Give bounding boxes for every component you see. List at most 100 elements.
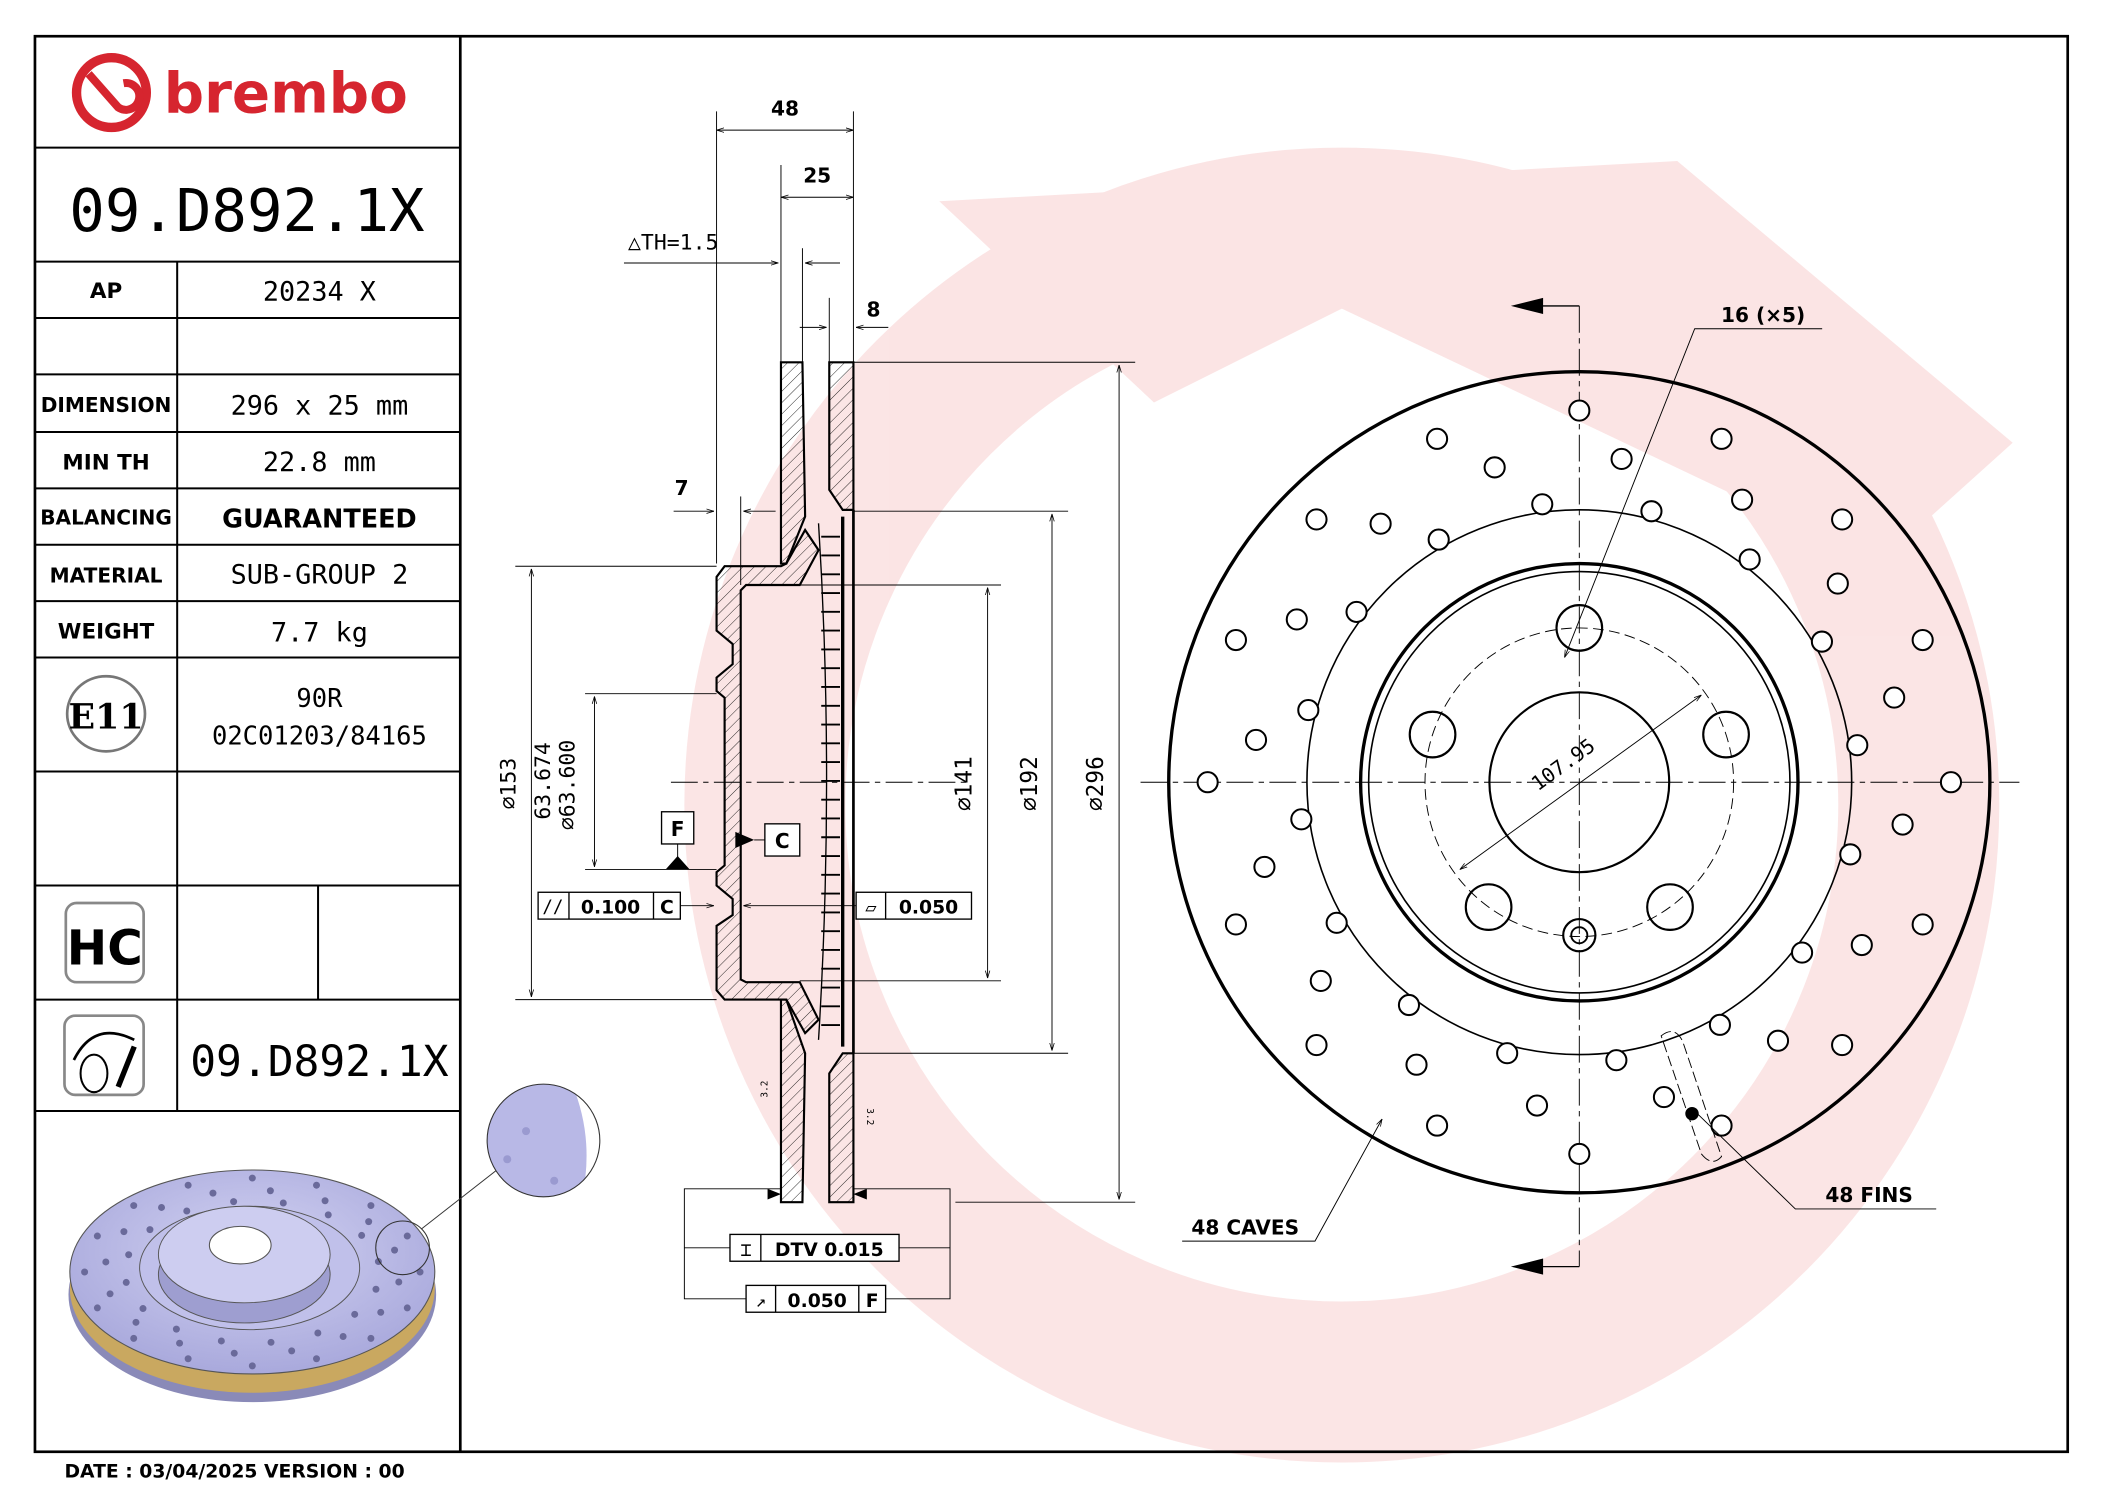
render-drill-hole — [125, 1251, 133, 1259]
drill-hole — [1939, 771, 1963, 794]
svg-text://: // — [542, 897, 563, 917]
svg-text:48: 48 — [771, 96, 799, 120]
drill-hole — [1911, 628, 1934, 652]
render-drill-hole — [391, 1246, 399, 1254]
drill-hole — [1731, 488, 1754, 511]
render-drill-hole — [377, 1308, 385, 1316]
render-drill-hole — [367, 1202, 375, 1210]
drill-hole — [1405, 1053, 1428, 1076]
drill-hole — [1891, 813, 1914, 836]
render-drill-hole — [120, 1228, 128, 1236]
render-drill-hole — [230, 1349, 238, 1357]
render-drill-hole — [313, 1355, 320, 1363]
dtv-tolerance-frame: ⌶ DTV 0.015 — [729, 1233, 900, 1262]
render-drill-hole — [403, 1304, 411, 1312]
render-drill-hole — [106, 1290, 114, 1298]
render-drill-hole — [248, 1174, 256, 1182]
svg-text:DTV 0.015: DTV 0.015 — [775, 1240, 884, 1261]
render-drill-hole — [139, 1305, 147, 1313]
drill-hole — [1831, 1033, 1854, 1057]
drill-hole — [1652, 1086, 1676, 1109]
approval-line-1: 90R — [296, 684, 343, 714]
svg-text:⌀63.600: ⌀63.600 — [555, 740, 580, 830]
render-drill-hole — [367, 1334, 375, 1342]
drill-hole — [1325, 911, 1348, 934]
drill-hole — [1831, 508, 1854, 531]
svg-text:3.2: 3.2 — [864, 1108, 875, 1125]
drill-hole — [1568, 1142, 1591, 1165]
svg-text:7.7 kg: 7.7 kg — [271, 617, 368, 648]
svg-text:⌀141: ⌀141 — [951, 756, 977, 811]
bolt-hole — [1464, 883, 1513, 931]
svg-text:E11: E11 — [69, 697, 144, 738]
drill-hole — [1738, 548, 1761, 571]
drill-hole — [1496, 1042, 1519, 1065]
drill-hole — [1244, 728, 1268, 752]
drill-hole — [1426, 1114, 1449, 1137]
render-drill-hole — [102, 1258, 110, 1266]
drill-hole — [1640, 500, 1663, 523]
svg-text:GUARANTEED: GUARANTEED — [222, 504, 417, 534]
render-drill-hole — [209, 1189, 217, 1197]
bolt-hole — [1555, 604, 1604, 652]
drill-hole — [1708, 1013, 1731, 1036]
svg-text:⌀192: ⌀192 — [1017, 756, 1043, 811]
svg-text:⌀296: ⌀296 — [1083, 756, 1109, 811]
part-number-title: 09.D892.1X — [69, 176, 424, 245]
drill-hole — [1846, 734, 1869, 757]
render-drill-hole — [288, 1347, 296, 1355]
drill-hole — [1710, 427, 1733, 450]
svg-text:DIMENSION: DIMENSION — [41, 393, 172, 417]
svg-text:0.050: 0.050 — [788, 1291, 847, 1312]
drill-hole — [1568, 399, 1591, 422]
drill-hole — [1309, 969, 1332, 993]
render-drill-hole — [172, 1325, 180, 1333]
drill-hole — [1766, 1029, 1790, 1052]
svg-text:7: 7 — [675, 476, 689, 500]
svg-text:296 x 25 mm: 296 x 25 mm — [231, 391, 409, 422]
svg-text:F: F — [671, 817, 685, 841]
approval-line-2: 02C01203/84165 — [212, 722, 427, 752]
svg-text:MIN TH: MIN TH — [62, 451, 149, 476]
svg-text:▱: ▱ — [865, 898, 877, 919]
render-drill-hole — [314, 1329, 322, 1337]
bolt-hole — [1408, 710, 1457, 759]
render-drill-hole — [184, 1181, 192, 1189]
drill-hole — [1305, 1033, 1328, 1057]
title-block — [34, 146, 461, 1112]
disc-marking-icon — [63, 1014, 145, 1097]
drill-hole — [1483, 456, 1506, 479]
render-drill-hole — [217, 1337, 225, 1345]
drill-hole — [1196, 771, 1219, 794]
render-drill-hole — [184, 1355, 192, 1363]
render-drill-hole — [358, 1231, 366, 1239]
svg-text:63.674: 63.674 — [531, 742, 556, 820]
svg-text:MATERIAL: MATERIAL — [50, 563, 163, 587]
drill-hole — [1525, 1094, 1549, 1117]
front-view: 107.95 16 (×5) 48 CAVES 48 FINS — [1140, 297, 2020, 1275]
svg-text:107.95: 107.95 — [1527, 733, 1600, 795]
render-drill-hole — [279, 1199, 287, 1207]
render-drill-hole — [313, 1181, 320, 1189]
svg-text:48 FINS: 48 FINS — [1825, 1183, 1913, 1207]
drill-hole — [1810, 630, 1834, 653]
drill-hole — [1224, 913, 1248, 936]
spec-rows: AP 20234 X DIMENSION 296 x 25 mm MIN TH … — [40, 277, 416, 649]
parallelism-tolerance-frame: // 0.100 C — [537, 891, 714, 920]
svg-text:brembo: brembo — [164, 62, 408, 127]
section-view: 48 25 △TH=1.5 8 7 ⌀153 63.674 ⌀63.600 F — [496, 96, 1136, 1313]
render-drill-hole — [267, 1338, 275, 1346]
svg-text:SUB-GROUP 2: SUB-GROUP 2 — [231, 560, 409, 591]
drill-hole — [1790, 941, 1814, 964]
svg-text:25: 25 — [803, 163, 831, 187]
render-drill-hole — [81, 1268, 89, 1276]
marking-part-number: 09.D892.1X — [190, 1037, 449, 1087]
drill-hole — [1285, 608, 1308, 631]
svg-text:AP: AP — [90, 279, 122, 304]
render-drill-hole — [93, 1304, 101, 1312]
footer-date-version: DATE : 03/04/2025 VERSION : 00 — [64, 1461, 404, 1482]
drill-hole — [1427, 528, 1450, 551]
render-drill-hole — [158, 1203, 166, 1211]
render-drill-hole — [130, 1334, 138, 1342]
drill-hole — [1850, 933, 1873, 957]
